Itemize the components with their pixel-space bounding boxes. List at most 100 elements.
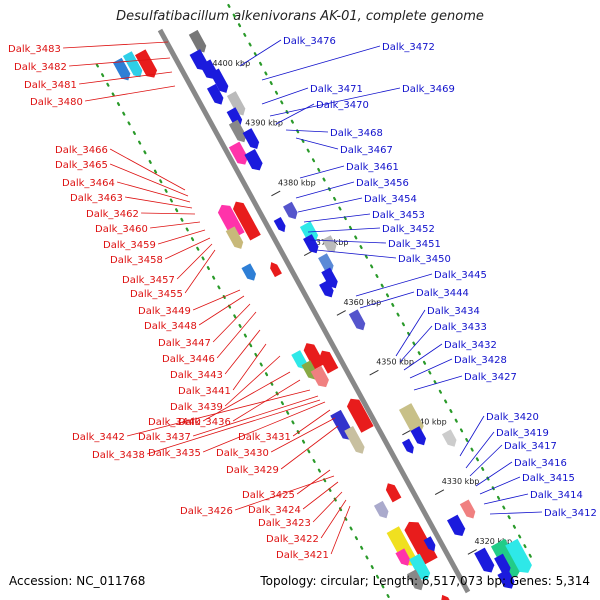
gene-label-left: Dalk_3482 — [14, 62, 67, 73]
leader-line — [127, 389, 311, 437]
leader-line — [275, 103, 315, 125]
leader-line — [320, 499, 347, 539]
leader-line — [269, 87, 401, 117]
gene-label-right: Dalk_3428 — [454, 355, 507, 366]
gene-label-left: Dalk_3426 — [180, 506, 233, 517]
gene-feature — [385, 483, 402, 503]
leader-line — [109, 148, 186, 191]
tick-label: 4400 kbp — [212, 59, 250, 68]
gene-feature — [494, 553, 511, 575]
tick-mark — [467, 549, 477, 555]
gene-feature — [321, 235, 337, 253]
gene-label-left: Dalk_3459 — [103, 240, 156, 251]
gene-feature — [441, 594, 450, 600]
gene-feature — [395, 548, 410, 566]
gene-label-left: Dalk_3446 — [162, 354, 215, 365]
leader-line — [395, 309, 426, 357]
gene-feature — [244, 149, 263, 171]
gene-label-right: Dalk_3427 — [464, 372, 517, 383]
gene-label-left: Dalk_3455 — [130, 289, 183, 300]
gene-feature — [346, 398, 374, 433]
tick-label: 4340 kbp — [409, 417, 447, 426]
gene-label-right: Dalk_3461 — [346, 162, 399, 173]
gene-feature — [474, 547, 495, 573]
leader-line — [330, 505, 351, 555]
leader-line — [150, 221, 201, 229]
gene-label-right: Dalk_3414 — [530, 490, 583, 501]
gene-feature — [348, 309, 366, 331]
leader-line — [69, 57, 171, 67]
leader-line — [312, 491, 343, 523]
leader-line — [146, 399, 321, 455]
leader-line — [202, 401, 326, 453]
leader-line — [302, 481, 339, 510]
gene-feature — [344, 425, 365, 454]
gene-feature — [134, 49, 158, 78]
leader-line — [270, 417, 336, 453]
gene-label-right: Dalk_3412 — [544, 508, 597, 519]
gene-feature — [319, 280, 334, 298]
gene-label-right: Dalk_3420 — [486, 412, 539, 423]
gene-label-right: Dalk_3453 — [372, 210, 425, 221]
leader-line — [413, 375, 463, 391]
gene-feature — [423, 536, 436, 552]
gene-feature — [321, 267, 338, 289]
leader-line — [261, 45, 381, 81]
leader-line — [459, 415, 485, 457]
gene-feature — [319, 350, 339, 374]
leader-line — [239, 39, 282, 67]
gene-feature — [291, 350, 307, 370]
leader-line — [198, 295, 245, 326]
gene-feature — [410, 426, 427, 446]
gene-label-left: Dalk_3421 — [276, 550, 329, 561]
gene-label-right: Dalk_3450 — [398, 254, 451, 265]
leader-line — [116, 181, 191, 203]
tick-label: 4380 kbp — [278, 178, 316, 187]
leader-line — [483, 493, 529, 505]
gene-label-right: Dalk_3415 — [522, 473, 575, 484]
leader-line — [315, 249, 397, 259]
gene-label-left: Dalk_3441 — [178, 386, 231, 397]
leader-line — [469, 444, 503, 477]
gene-feature — [232, 201, 261, 241]
gene-label-left: Dalk_3431 — [238, 432, 291, 443]
leader-line — [176, 243, 213, 280]
gene-label-left: Dalk_3463 — [70, 193, 123, 204]
gene-feature — [122, 51, 143, 78]
gene-label-left: Dalk_3429 — [226, 465, 279, 476]
leader-line — [141, 212, 196, 215]
gene-label-left: Dalk_3440 — [148, 417, 201, 428]
gene-label-right: Dalk_3469 — [402, 84, 455, 95]
tick-mark — [369, 369, 379, 376]
gene-label-left: Dalk_3447 — [158, 338, 211, 349]
gene-label-right: Dalk_3452 — [382, 224, 435, 235]
gene-feature — [228, 141, 249, 165]
leader-line — [85, 85, 176, 102]
gene-label-right: Dalk_3444 — [416, 288, 469, 299]
gene-label-left: Dalk_3462 — [86, 209, 139, 220]
leader-line — [261, 87, 309, 105]
gene-label-left: Dalk_3460 — [95, 224, 148, 235]
leader-line — [212, 303, 251, 343]
gene-feature — [386, 526, 417, 566]
leader-line — [309, 239, 387, 244]
gene-label-left: Dalk_3481 — [24, 80, 77, 91]
gene-label-right: Dalk_3470 — [316, 100, 369, 111]
gene-label-left: Dalk_3465 — [55, 160, 108, 171]
gene-feature — [226, 91, 246, 116]
gene-label-right: Dalk_3468 — [330, 128, 383, 139]
gene-label-right: Dalk_3471 — [310, 84, 363, 95]
gene-label-right: Dalk_3419 — [496, 428, 549, 439]
leader-line — [359, 291, 415, 309]
gene-label-right: Dalk_3454 — [364, 194, 417, 205]
gene-feature — [303, 343, 325, 370]
gene-feature — [217, 204, 245, 239]
gene-label-left: Dalk_3483 — [8, 44, 61, 55]
gene-feature — [241, 263, 257, 281]
leader-line — [125, 196, 193, 209]
gene-label-right: Dalk_3445 — [434, 270, 487, 281]
gene-label-left: Dalk_3448 — [144, 321, 197, 332]
gene-label-right: Dalk_3451 — [388, 239, 441, 250]
gene-feature — [283, 201, 298, 220]
